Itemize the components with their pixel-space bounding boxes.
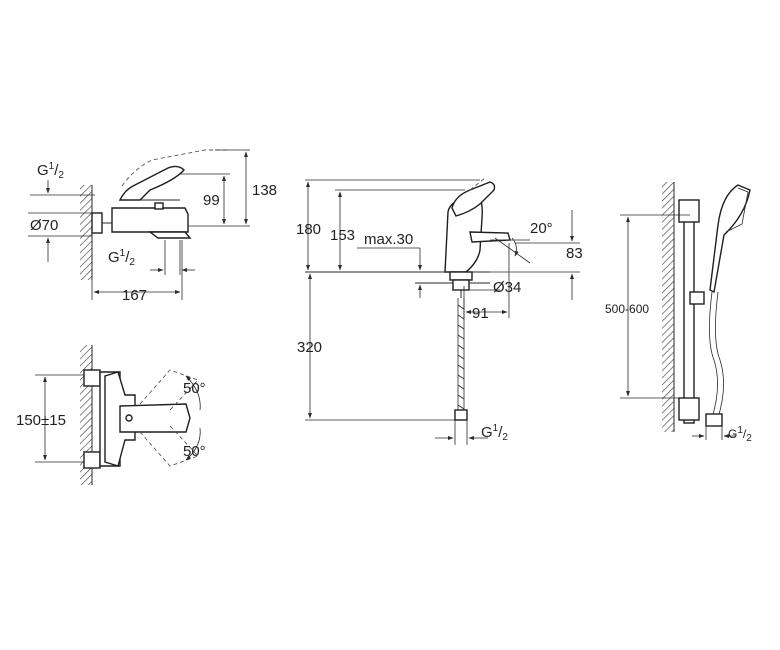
hole-diameter: Ø34 [493,279,521,296]
rail-bracket-top [678,199,700,223]
height-83: 83 [566,245,583,262]
shower-thread: G1/2 [728,425,752,444]
height-99: 99 [203,192,220,209]
reach-91: 91 [472,305,489,322]
bath-mixer-top-view: 150±15 50° 50° [16,345,206,485]
hand-shower [709,184,751,294]
wall-hatch [80,185,92,280]
basin-lever [451,181,496,217]
bath-mixer-side-view: G1/2 Ø70 G1/2 99 138 167 [28,149,277,304]
shower-rail-set: 500-600 G1/2 [605,182,752,444]
thread-label: G1/2 [37,161,64,181]
wall-connector [91,212,103,234]
spout [147,231,192,239]
depth-167: 167 [122,287,147,304]
wall-connector-top [83,369,101,387]
fixing-nut [452,279,470,291]
hose-length: 320 [297,339,322,356]
angle-bottom: 50° [183,443,206,460]
centers-dimension: 150±15 [16,412,66,429]
spout-angle: 20° [530,220,553,237]
hose-thread: G1/2 [481,423,508,443]
thread-label-lower: G1/2 [108,248,135,268]
height-180: 180 [296,221,321,238]
max-thickness: max.30 [364,231,413,248]
lever [118,165,185,201]
height-138: 138 [252,182,277,199]
rail-bracket-bottom [678,397,700,421]
wall-hatch [662,182,674,432]
shower-hose [709,291,724,419]
wall-connector-bottom [83,451,101,469]
diameter-label: Ø70 [30,217,58,234]
angle-top: 50° [183,380,206,397]
hose-connector [705,413,723,427]
height-153: 153 [330,227,355,244]
mixer-body [111,207,189,233]
slide-rail [683,204,695,424]
slider [689,291,705,305]
supply-hose [457,298,465,410]
basin-spout [469,231,511,243]
basin-mixer: 180 153 max.30 20° 83 Ø34 91 320 [296,177,583,445]
rail-range: 500-600 [605,302,649,316]
